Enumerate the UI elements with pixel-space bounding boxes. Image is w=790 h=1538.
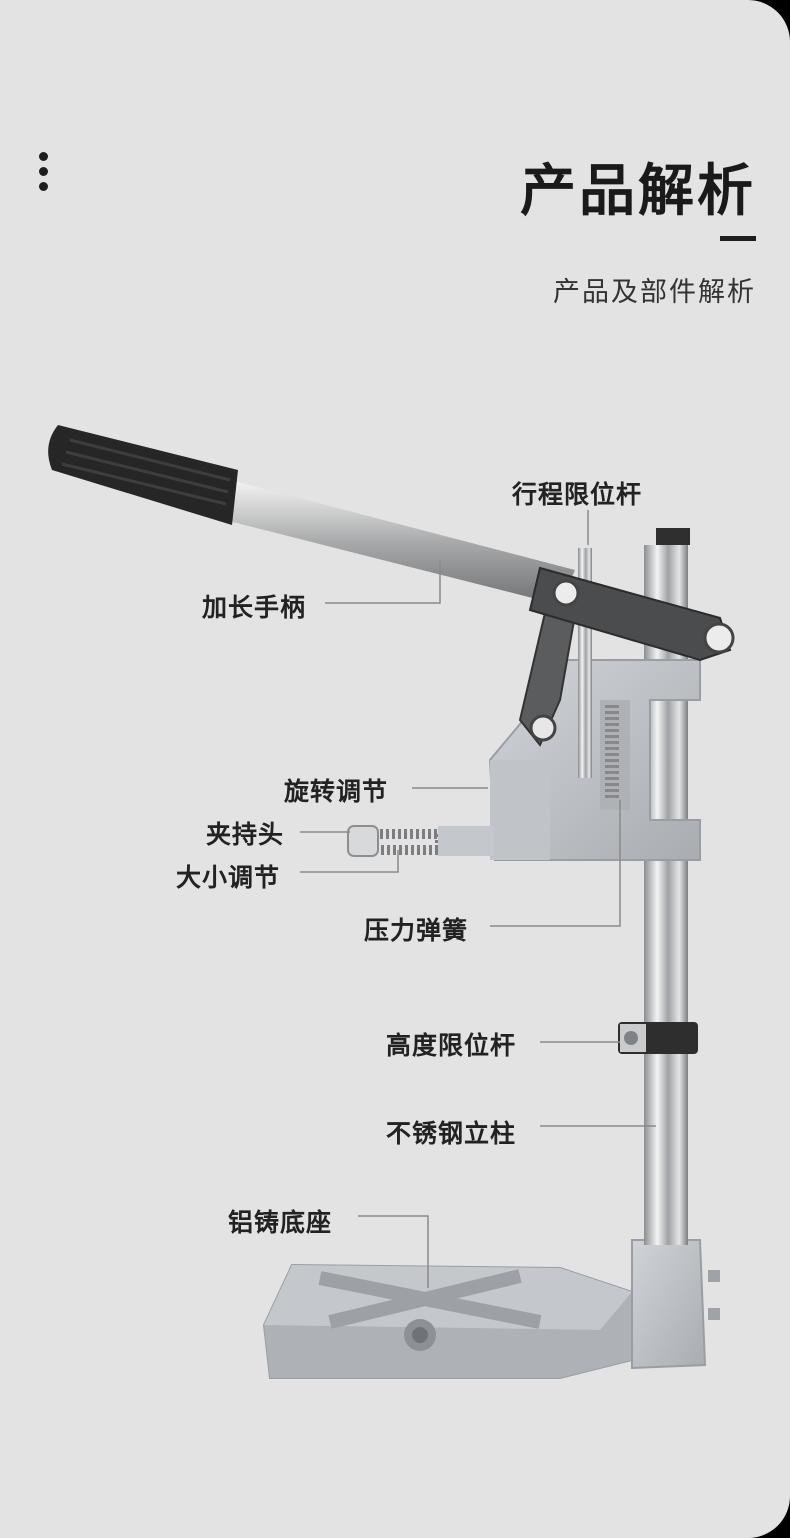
clamp-head-part [347, 825, 494, 857]
page-subtitle: 产品及部件解析 [553, 277, 756, 308]
base-part [262, 1239, 720, 1379]
handle-part [48, 425, 735, 662]
label-height-limit-rod: 高度限位杆 [386, 1031, 517, 1060]
more-options-icon[interactable] [38, 152, 50, 194]
label-rotation-adjust: 旋转调节 [284, 777, 389, 806]
callout-lines [300, 510, 656, 1288]
label-stainless-column: 不锈钢立柱 [386, 1119, 517, 1148]
page-title: 产品解析 [520, 159, 756, 224]
label-size-adjust: 大小调节 [176, 863, 281, 892]
label-cast-aluminum-base: 铝铸底座 [228, 1208, 333, 1237]
height-limit-collar [618, 1022, 698, 1054]
label-extended-handle: 加长手柄 [202, 593, 307, 622]
label-pressure-spring: 压力弹簧 [364, 916, 469, 945]
label-clamp-head: 夹持头 [206, 820, 285, 849]
title-underline [720, 236, 756, 241]
label-travel-limit-rod: 行程限位杆 [512, 480, 643, 509]
